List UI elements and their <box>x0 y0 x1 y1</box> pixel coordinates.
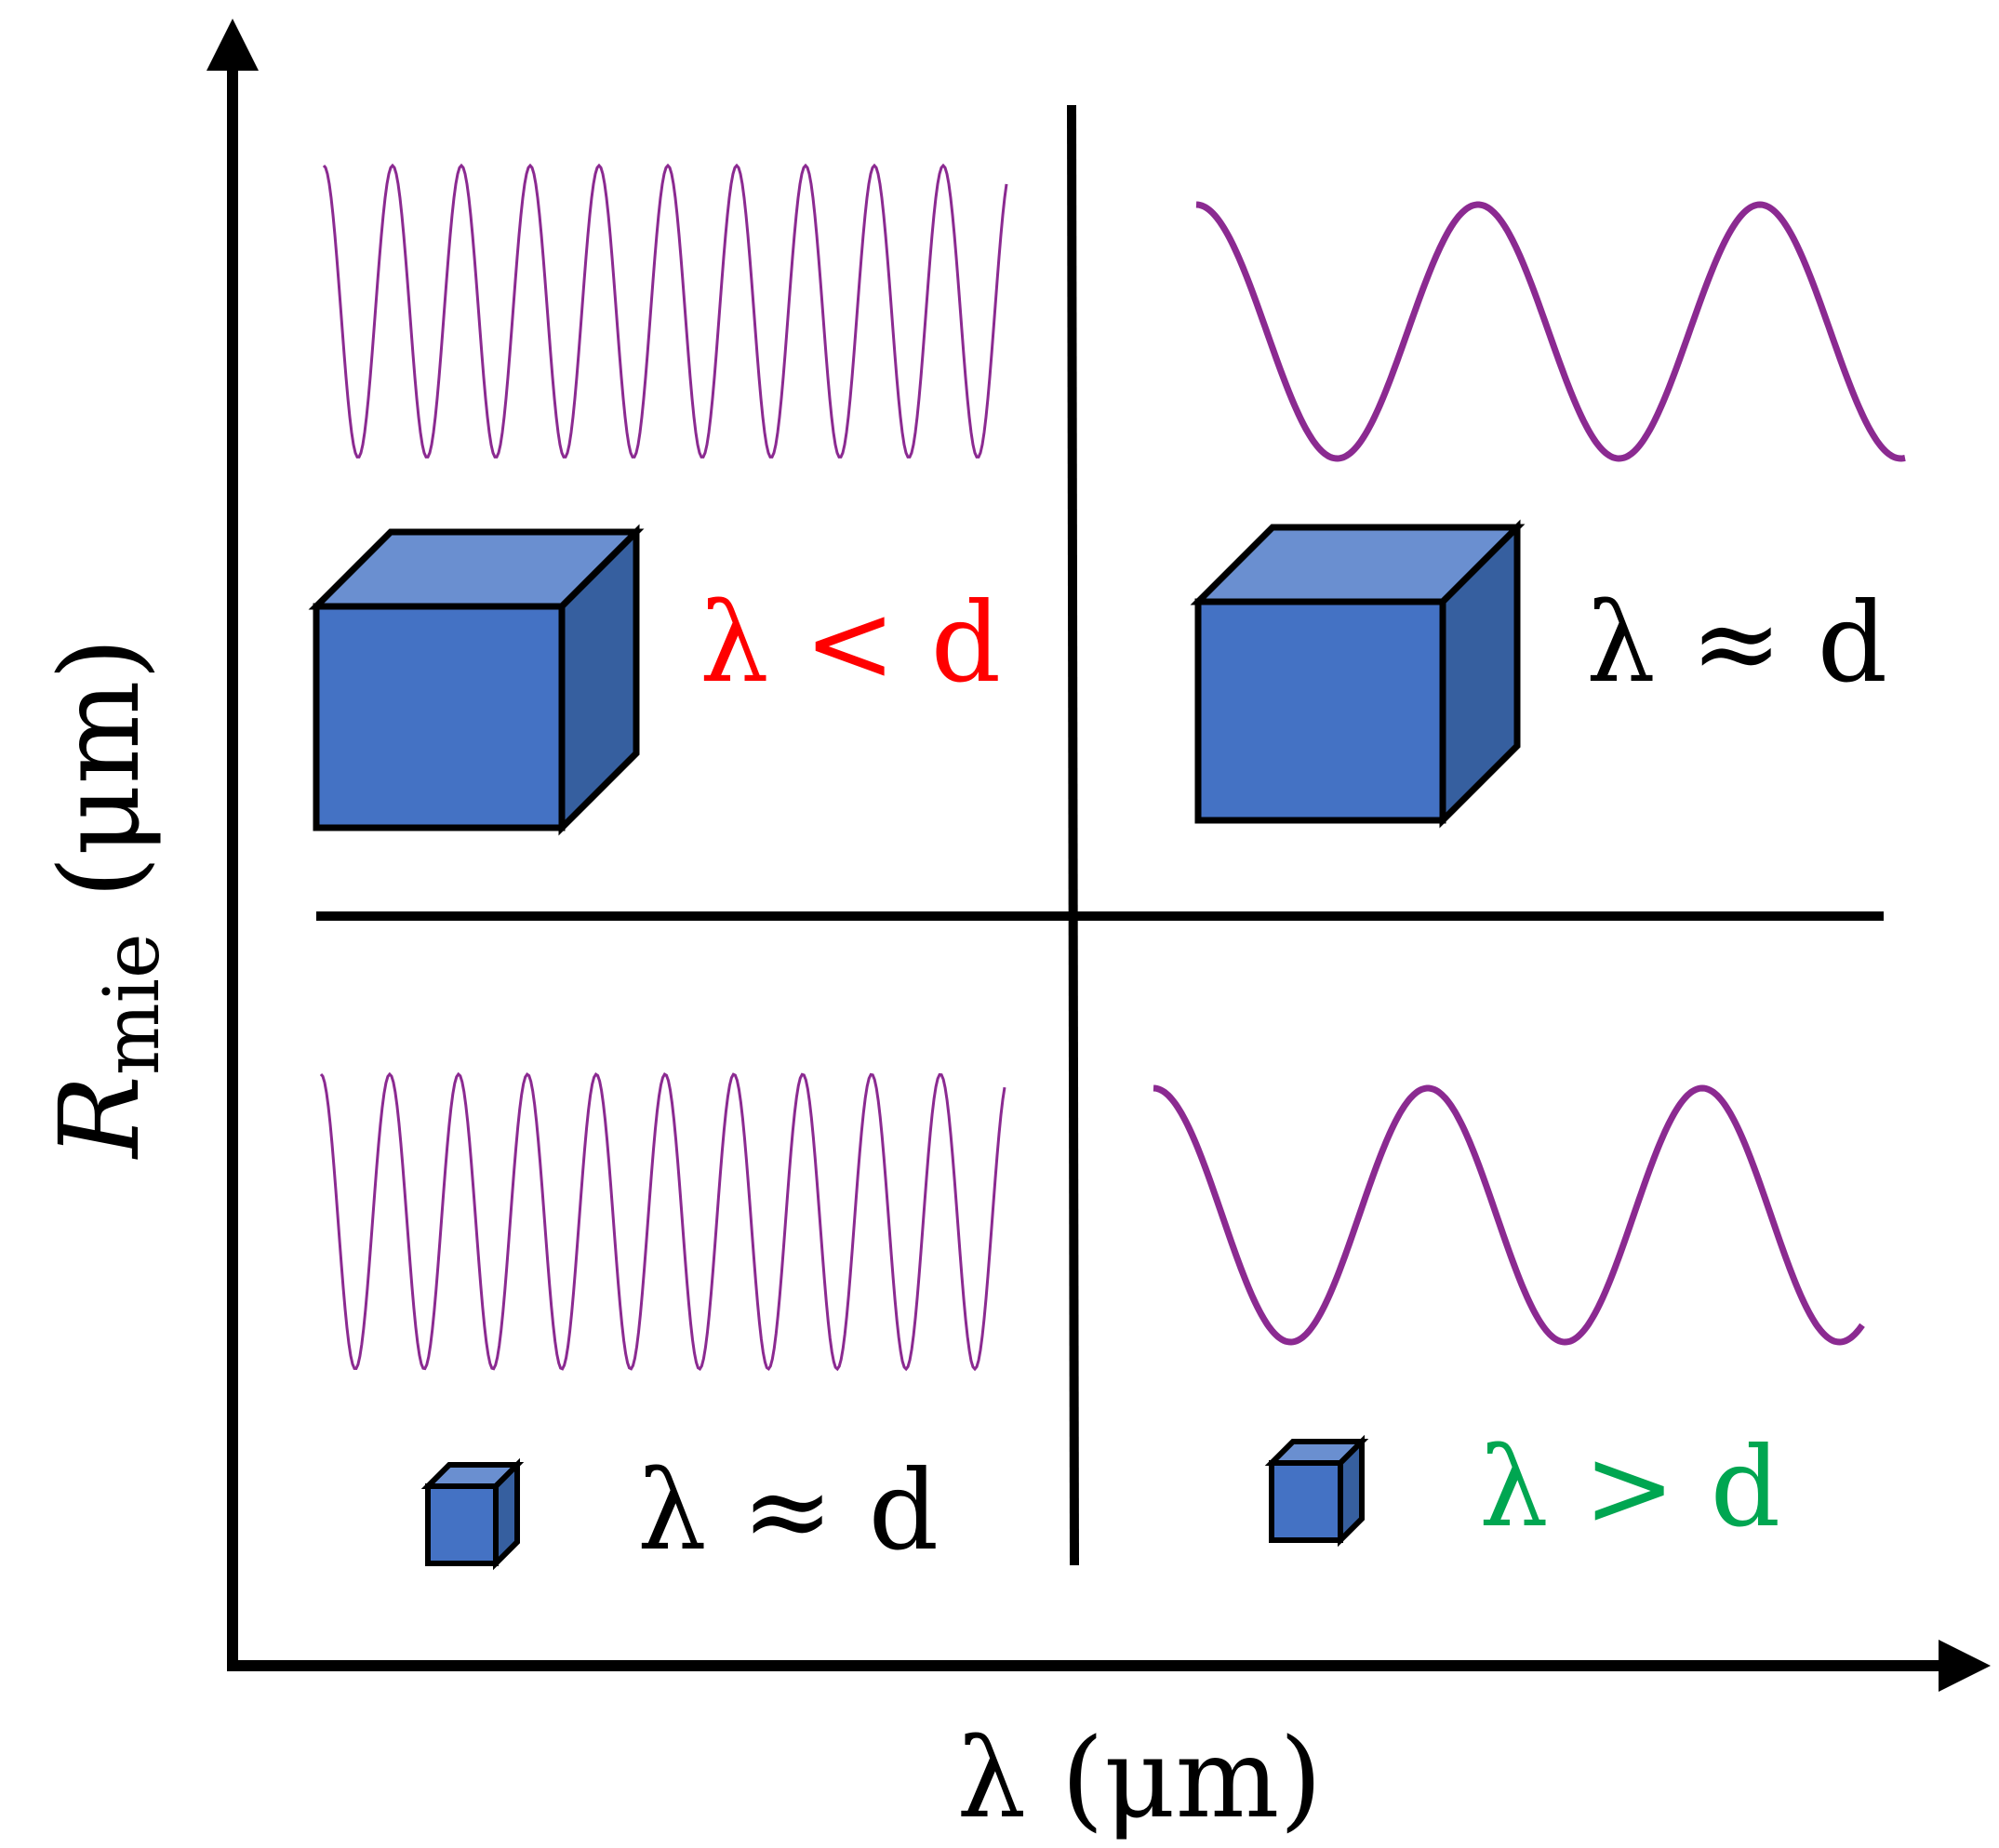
small-cube-bottom-right <box>1264 1434 1369 1548</box>
y-axis-title-sub: mie <box>88 934 177 1076</box>
y-axis-title: Rmie (μm) <box>35 637 177 1160</box>
label-top-right: λ ≈ d <box>1586 578 1887 707</box>
cube-front-face <box>1194 598 1446 824</box>
short-wave-top-left <box>322 163 1008 459</box>
long-wave-bottom-right <box>1153 1084 1865 1346</box>
label-top-left: λ < d <box>700 578 1001 707</box>
large-cube-top-left <box>308 524 645 836</box>
cube-front-face <box>425 1483 499 1566</box>
label-bottom-right: λ > d <box>1479 1423 1780 1551</box>
x-axis-title: λ (μm) <box>957 1714 1323 1842</box>
y-axis-title-main: R <box>35 1075 164 1160</box>
cube-front-face <box>1269 1460 1343 1543</box>
short-wave-bottom-left <box>319 1071 1006 1372</box>
y-axis-arrowhead <box>207 19 259 71</box>
large-cube-top-right <box>1190 519 1526 829</box>
long-wave-top-right <box>1195 201 1906 462</box>
cube-side-face <box>493 1457 520 1571</box>
cube-side-face <box>1338 1434 1365 1548</box>
x-axis-arrowhead <box>1939 1640 1991 1692</box>
y-axis-title-unit: (μm) <box>35 637 164 933</box>
cube-front-face <box>313 603 566 831</box>
vertical-divider <box>1067 104 1079 1566</box>
small-cube-bottom-left <box>420 1457 525 1571</box>
label-bottom-left: λ ≈ d <box>637 1446 939 1575</box>
